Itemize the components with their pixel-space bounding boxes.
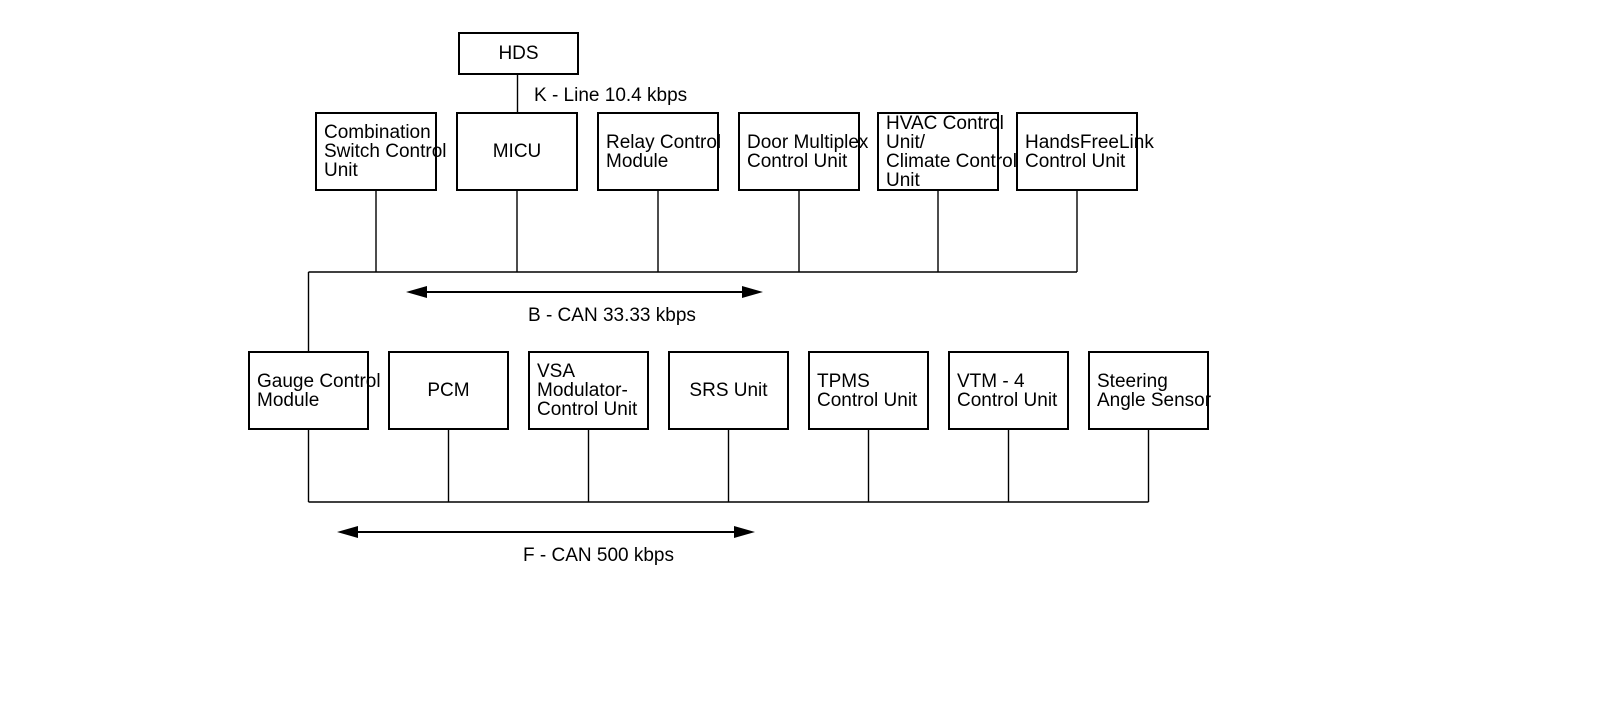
b-can-bus-label: B - CAN 33.33 kbps <box>528 305 696 326</box>
node-label: SRS Unit <box>689 380 768 401</box>
node-tpms-control-unit: TPMS Control Unit <box>808 351 929 430</box>
f-can-range-arrow <box>337 526 755 538</box>
arrowhead-left-icon <box>406 286 427 298</box>
node-srs-unit: SRS Unit <box>668 351 789 430</box>
node-vtm4-control-unit: VTM - 4 Control Unit <box>948 351 1069 430</box>
node-gauge-control-module: Gauge Control Module <box>248 351 381 430</box>
node-label: Gauge Control Module <box>257 370 381 411</box>
node-combination-switch-control-unit: Combination Switch Control Unit <box>315 112 447 191</box>
node-door-multiplex-control-unit: Door Multiplex Control Unit <box>738 112 868 191</box>
node-hvac-climate-control-unit: HVAC Control Unit/ Climate Control Unit <box>877 112 1017 191</box>
node-label: MICU <box>492 141 542 162</box>
node-hds-label: HDS <box>498 43 539 64</box>
node-steering-angle-sensor: Steering Angle Sensor <box>1088 351 1212 430</box>
node-label: PCM <box>427 380 470 401</box>
node-pcm: PCM <box>388 351 509 430</box>
node-micu: MICU <box>456 112 578 191</box>
arrowhead-left-icon <box>337 526 358 538</box>
arrowhead-right-icon <box>734 526 755 538</box>
node-label: VSA Modulator- Control Unit <box>537 361 638 420</box>
node-label: HVAC Control Unit/ Climate Control Unit <box>886 112 1017 191</box>
b-can-range-arrow <box>406 286 763 298</box>
node-handsfreelink-control-unit: HandsFreeLink Control Unit <box>1016 112 1154 191</box>
node-label: VTM - 4 Control Unit <box>957 370 1058 411</box>
node-hds: HDS <box>458 32 579 75</box>
arrowhead-right-icon <box>742 286 763 298</box>
node-label: Door Multiplex Control Unit <box>747 131 869 172</box>
node-label: TPMS Control Unit <box>817 370 918 411</box>
node-label: Steering Angle Sensor <box>1097 370 1212 411</box>
node-label: Relay Control Module <box>606 131 722 172</box>
k-line-bus-label: K - Line 10.4 kbps <box>534 85 688 106</box>
node-relay-control-module: Relay Control Module <box>597 112 722 191</box>
node-label: Combination Switch Control Unit <box>324 122 447 181</box>
node-vsa-modulator-control-unit: VSA Modulator- Control Unit <box>528 351 649 430</box>
f-can-bus-label: F - CAN 500 kbps <box>523 545 674 566</box>
node-label: HandsFreeLink Control Unit <box>1025 131 1154 172</box>
